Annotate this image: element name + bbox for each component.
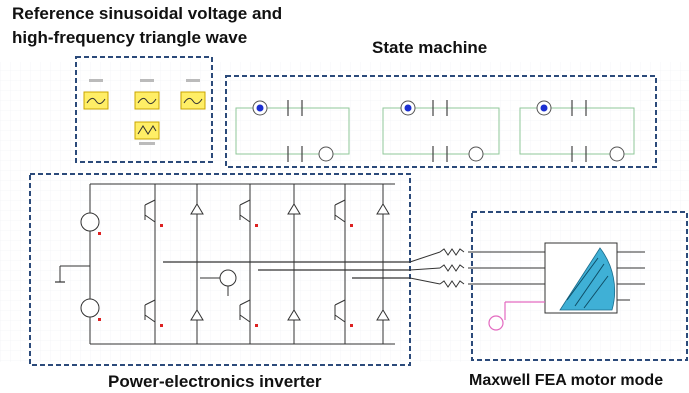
current-meter [200, 269, 237, 296]
motor-dashed-box [471, 211, 688, 361]
sine-source-block-a [83, 79, 109, 110]
inverter-title: Power-electronics inverter [108, 372, 322, 391]
state-machine-group [225, 75, 657, 168]
motor-group [468, 211, 688, 361]
sine-source-block-b [134, 79, 160, 110]
reference-title-line2: high-frequency triangle wave [12, 28, 248, 47]
state-machine-dashed-box [225, 75, 657, 168]
reference-title: Reference sinusoidal voltage and high-fr… [12, 2, 282, 50]
state-loop-3 [519, 100, 635, 162]
speed-source [488, 301, 545, 331]
reference-source-group [75, 56, 213, 163]
inverter-leg-2 [239, 184, 301, 344]
fea-motor-image [559, 247, 616, 311]
reference-dashed-box [75, 56, 213, 163]
dc-source-upper [80, 212, 101, 235]
phase-connections [409, 248, 465, 288]
sine-source-block-c [180, 79, 206, 110]
state-loop-2 [382, 100, 500, 162]
state-machine-title: State machine [372, 38, 488, 57]
inverter-leg-3 [334, 184, 390, 344]
state-loop-1 [235, 100, 350, 162]
motor-title: Maxwell FEA motor mode [469, 372, 664, 389]
inverter-group [29, 173, 411, 366]
dc-source-lower [80, 298, 101, 321]
inverter-leg-1 [144, 184, 204, 344]
reference-title-line1: Reference sinusoidal voltage and [12, 4, 283, 23]
triangle-source-block [134, 121, 160, 145]
